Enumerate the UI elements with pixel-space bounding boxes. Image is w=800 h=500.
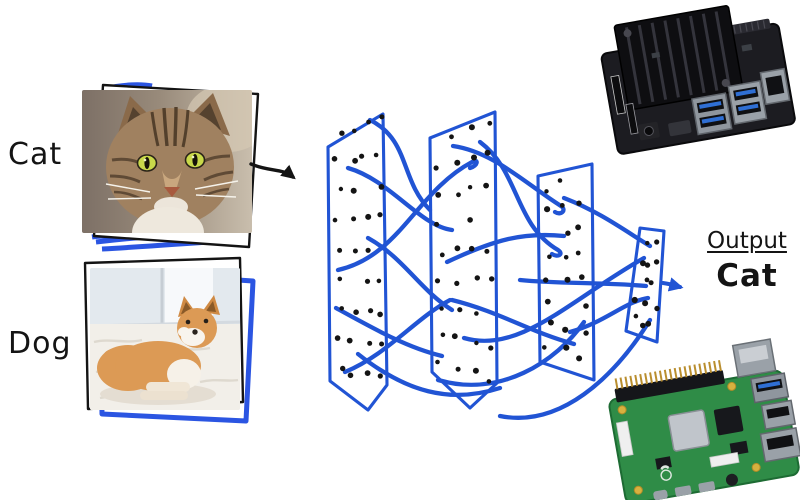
network-connections (333, 117, 653, 420)
pi-usb3-port (749, 372, 790, 404)
network-plane-2 (428, 110, 499, 410)
raspberry-pi-board (608, 338, 800, 500)
dog-input-label: Dog (8, 326, 72, 361)
jetson-nano-board (600, 5, 796, 155)
pi-audio-jack (725, 473, 738, 486)
output-value: Cat (716, 258, 778, 294)
network-plane-4 (624, 226, 666, 344)
neural-network (326, 110, 684, 420)
pi-soc-chip (667, 409, 710, 452)
cat-input-label: Cat (8, 137, 63, 172)
network-dots (331, 114, 660, 384)
pi-gpio-pins (614, 360, 725, 403)
jetson-heatsink (613, 5, 744, 111)
dog-photo-stack (83, 256, 256, 424)
cat-photo (82, 90, 252, 233)
dog-photo (90, 268, 240, 410)
jetson-usb-ports (691, 80, 768, 136)
network-plane-3 (536, 162, 596, 382)
output-arrow (661, 277, 684, 292)
pi-micro-hdmi-ports (674, 485, 692, 497)
jetson-power-jack (637, 121, 660, 141)
network-plane-1 (326, 112, 389, 412)
raspberry-pi-logo (660, 465, 672, 481)
input-arrow (249, 162, 296, 180)
output-heading: Output (707, 228, 787, 254)
pi-usbc-port (653, 489, 668, 500)
jetson-hdmi-port (668, 120, 692, 137)
pi-usb2-ports (759, 399, 800, 463)
cat-photo-stack (82, 82, 260, 252)
